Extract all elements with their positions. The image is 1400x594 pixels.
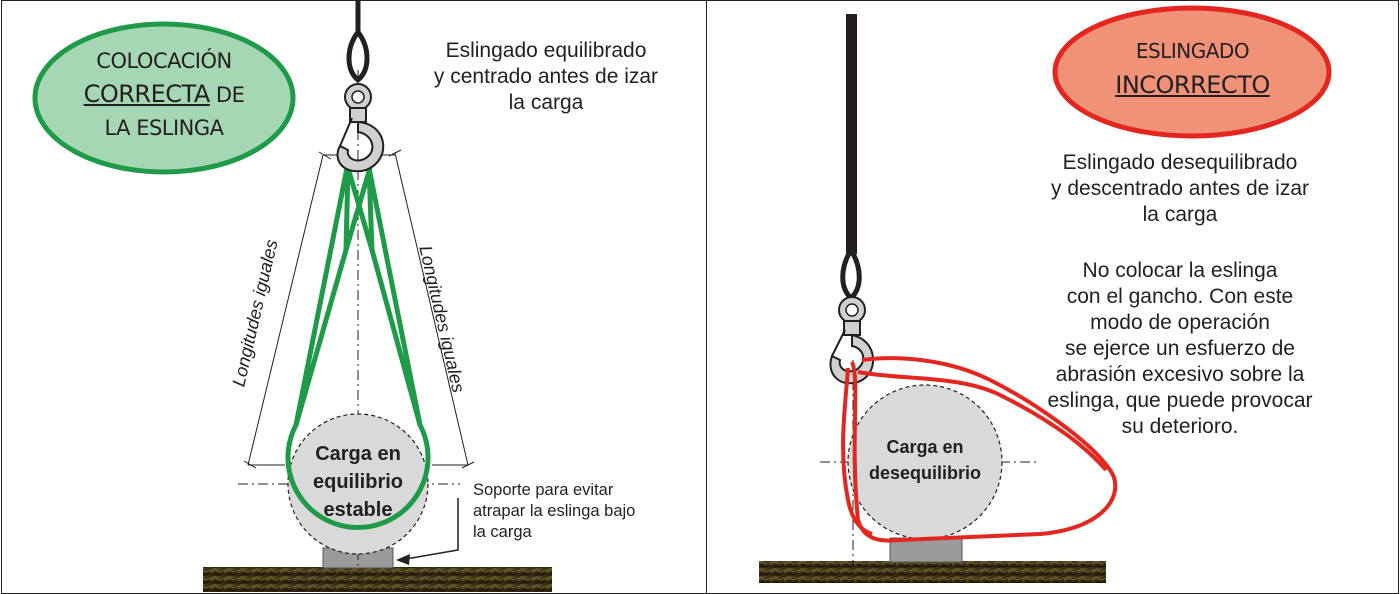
left-badge-line1: COLOCACIÓN [96, 49, 232, 73]
right-warning-line3: modo de operación [1090, 311, 1270, 334]
left-description-line2: y centrado antes de izar [433, 65, 659, 88]
left-load-label: Carga en equilibrio estable [283, 440, 433, 524]
support-note-line1: Soporte para evitar [473, 481, 614, 499]
support-note-line3: la carga [473, 523, 532, 541]
support-note-line2: atrapar la eslinga bajo [473, 502, 636, 520]
right-description-line3: la carga [1142, 203, 1218, 226]
right-description: Eslingado desequilibrado y descentrado a… [1020, 150, 1340, 228]
left-badge-de: DE [209, 83, 245, 107]
left-badge: COLOCACIÓN CORRECTA DE LA ESLINGA [44, 45, 284, 145]
right-warning-line1: No colocar la eslinga [1082, 259, 1278, 282]
support-note: Soporte para evitar atrapar la eslinga b… [473, 480, 713, 543]
right-load-line2: desequilibrio [868, 463, 982, 483]
left-sling [285, 165, 431, 530]
right-load-line1: Carga en [886, 437, 964, 457]
right-warning-line2: con el gancho. Con este [1066, 285, 1294, 308]
left-badge-correcta: CORRECTA [83, 80, 211, 108]
right-sling [841, 356, 1118, 543]
left-hook [336, 0, 385, 173]
left-load-line2: equilibrio [313, 471, 403, 493]
right-warning-line5: abrasión excesivo sobre la [1055, 363, 1305, 386]
right-badge-line1: ESLINGADO [1135, 39, 1250, 63]
left-description-line1: Eslingado equilibrado [445, 39, 647, 62]
support-arrow [396, 498, 459, 565]
right-load-label: Carga en desequilibrio [850, 434, 1000, 486]
right-warning-line6: eslinga, que puede provocar [1047, 389, 1313, 412]
left-badge-ellipse [32, 21, 296, 175]
right-hook [829, 14, 874, 385]
left-load-line1: Carga en [315, 443, 401, 465]
right-warning-line4: se ejerce un esfuerzo de [1065, 337, 1295, 360]
right-warning-line7: su deterioro. [1121, 415, 1239, 438]
left-description-line3: la carga [508, 91, 584, 114]
left-load-line3: estable [323, 499, 393, 521]
left-description: Eslingado equilibrado y centrado antes d… [396, 38, 696, 116]
right-badge-ellipse [1052, 5, 1332, 139]
right-description-line2: y descentrado antes de izar [1051, 177, 1309, 200]
right-badge: ESLINGADO INCORRECTO [1080, 34, 1305, 102]
right-support-block [889, 537, 963, 563]
right-description-line1: Eslingado desequilibrado [1062, 151, 1298, 174]
right-warning: No colocar la eslinga con el gancho. Con… [1020, 258, 1340, 440]
left-badge-line2: CORRECTA DE [44, 78, 284, 112]
right-ground [759, 561, 1106, 583]
right-badge-incorrecto: INCORRECTO [1115, 71, 1270, 99]
left-ground [203, 567, 552, 592]
left-badge-line3: LA ESLINGA [104, 116, 224, 140]
